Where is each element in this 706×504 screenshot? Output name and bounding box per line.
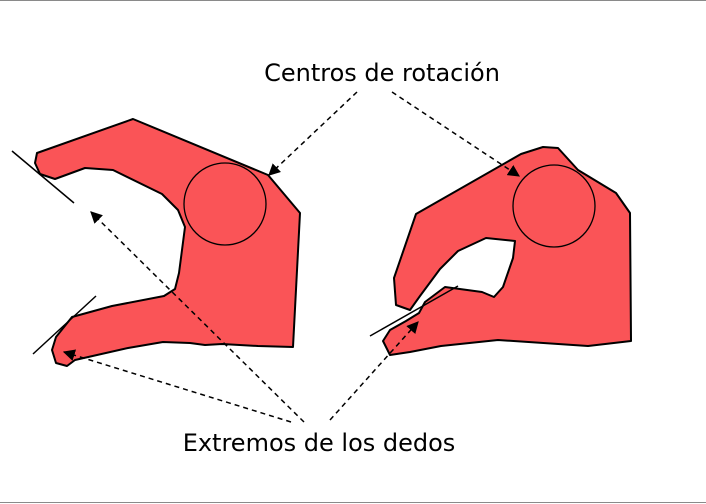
arrow-to-right-center [391,91,521,177]
tangent-line-thumb [32,295,97,355]
arrow-to-left-thumb-tip [62,349,292,423]
open-hand-shape [34,118,301,367]
arrow-to-left-finger-tip [90,211,305,423]
label-rotation-centers: Centros de rotación [264,59,500,87]
tangent-line-pinch [369,285,459,337]
pinch-hand-shape [382,146,632,356]
rotation-center-left [183,162,267,246]
tangent-line-upper-finger [11,150,75,204]
arrow-to-right-pinch-tip [329,321,419,421]
label-finger-tips: Extremos de los dedos [183,429,456,457]
rotation-center-right [512,164,596,248]
arrow-to-left-center [268,91,358,176]
